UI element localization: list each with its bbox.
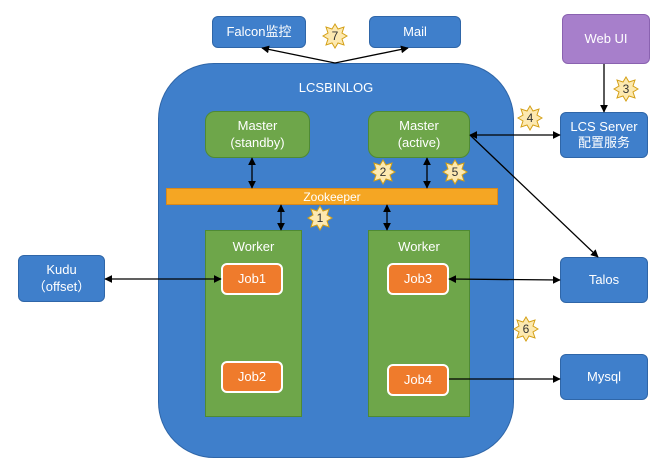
mail-connector [334,45,409,64]
talos[interactable]: Talos [560,257,648,303]
master-active-label-2: (active) [397,134,441,150]
step-badge-5: 5 [442,159,468,185]
falcon-connector [261,45,336,64]
star-burst-icon [613,76,639,102]
job3[interactable]: Job3 [387,263,449,295]
mysql[interactable]: Mysql [560,354,648,400]
kudu[interactable]: Kudu （offset） [18,255,105,302]
step-label-1: 1 [316,211,324,225]
step-label-3: 3 [622,82,630,96]
master-active[interactable]: Master (active) [368,111,470,158]
master-standby-label-1: Master [237,118,278,134]
cluster-title: LCSBINLOG [298,80,374,95]
master-active-label-1: Master [399,118,439,134]
kudu-label-1: Kudu [46,262,77,278]
job4[interactable]: Job4 [387,364,449,396]
job3-talos-arrow [448,275,561,284]
zookeeper-bar[interactable]: Zookeeper [166,188,498,205]
star-burst-icon [517,105,543,131]
master-standby[interactable]: Master (standby) [205,111,310,158]
star-burst-icon [370,159,396,185]
kudu-label-2: （offset） [32,278,91,294]
star-burst-icon [513,316,539,342]
star-burst-icon [307,205,333,231]
job2[interactable]: Job2 [221,361,283,393]
step-label-7: 7 [331,29,339,43]
master-talos-arrow [469,134,599,258]
step-label-4: 4 [526,111,534,125]
step-badge-7: 7 [322,23,348,49]
step-badge-3: 3 [613,76,639,102]
web-ui[interactable]: Web UI [562,14,650,64]
master-standby-label-2: (standby) [230,134,285,150]
step-badge-4: 4 [517,105,543,131]
star-burst-icon [322,23,348,49]
worker-right-title: Worker [398,239,440,254]
mail[interactable]: Mail [369,16,461,48]
step-badge-2: 2 [370,159,396,185]
star-burst-icon [442,159,468,185]
job1[interactable]: Job1 [221,263,283,295]
step-label-5: 5 [451,165,459,179]
step-badge-1: 1 [307,205,333,231]
worker-left-title: Worker [232,239,275,254]
step-label-2: 2 [379,165,387,179]
lcs-server-label-1: LCS Server [570,118,638,134]
step-label-6: 6 [522,322,530,336]
falcon-monitor[interactable]: Falcon监控 [212,16,306,48]
step-badge-6: 6 [513,316,539,342]
lcs-server-label-2: 配置服务 [577,135,630,150]
